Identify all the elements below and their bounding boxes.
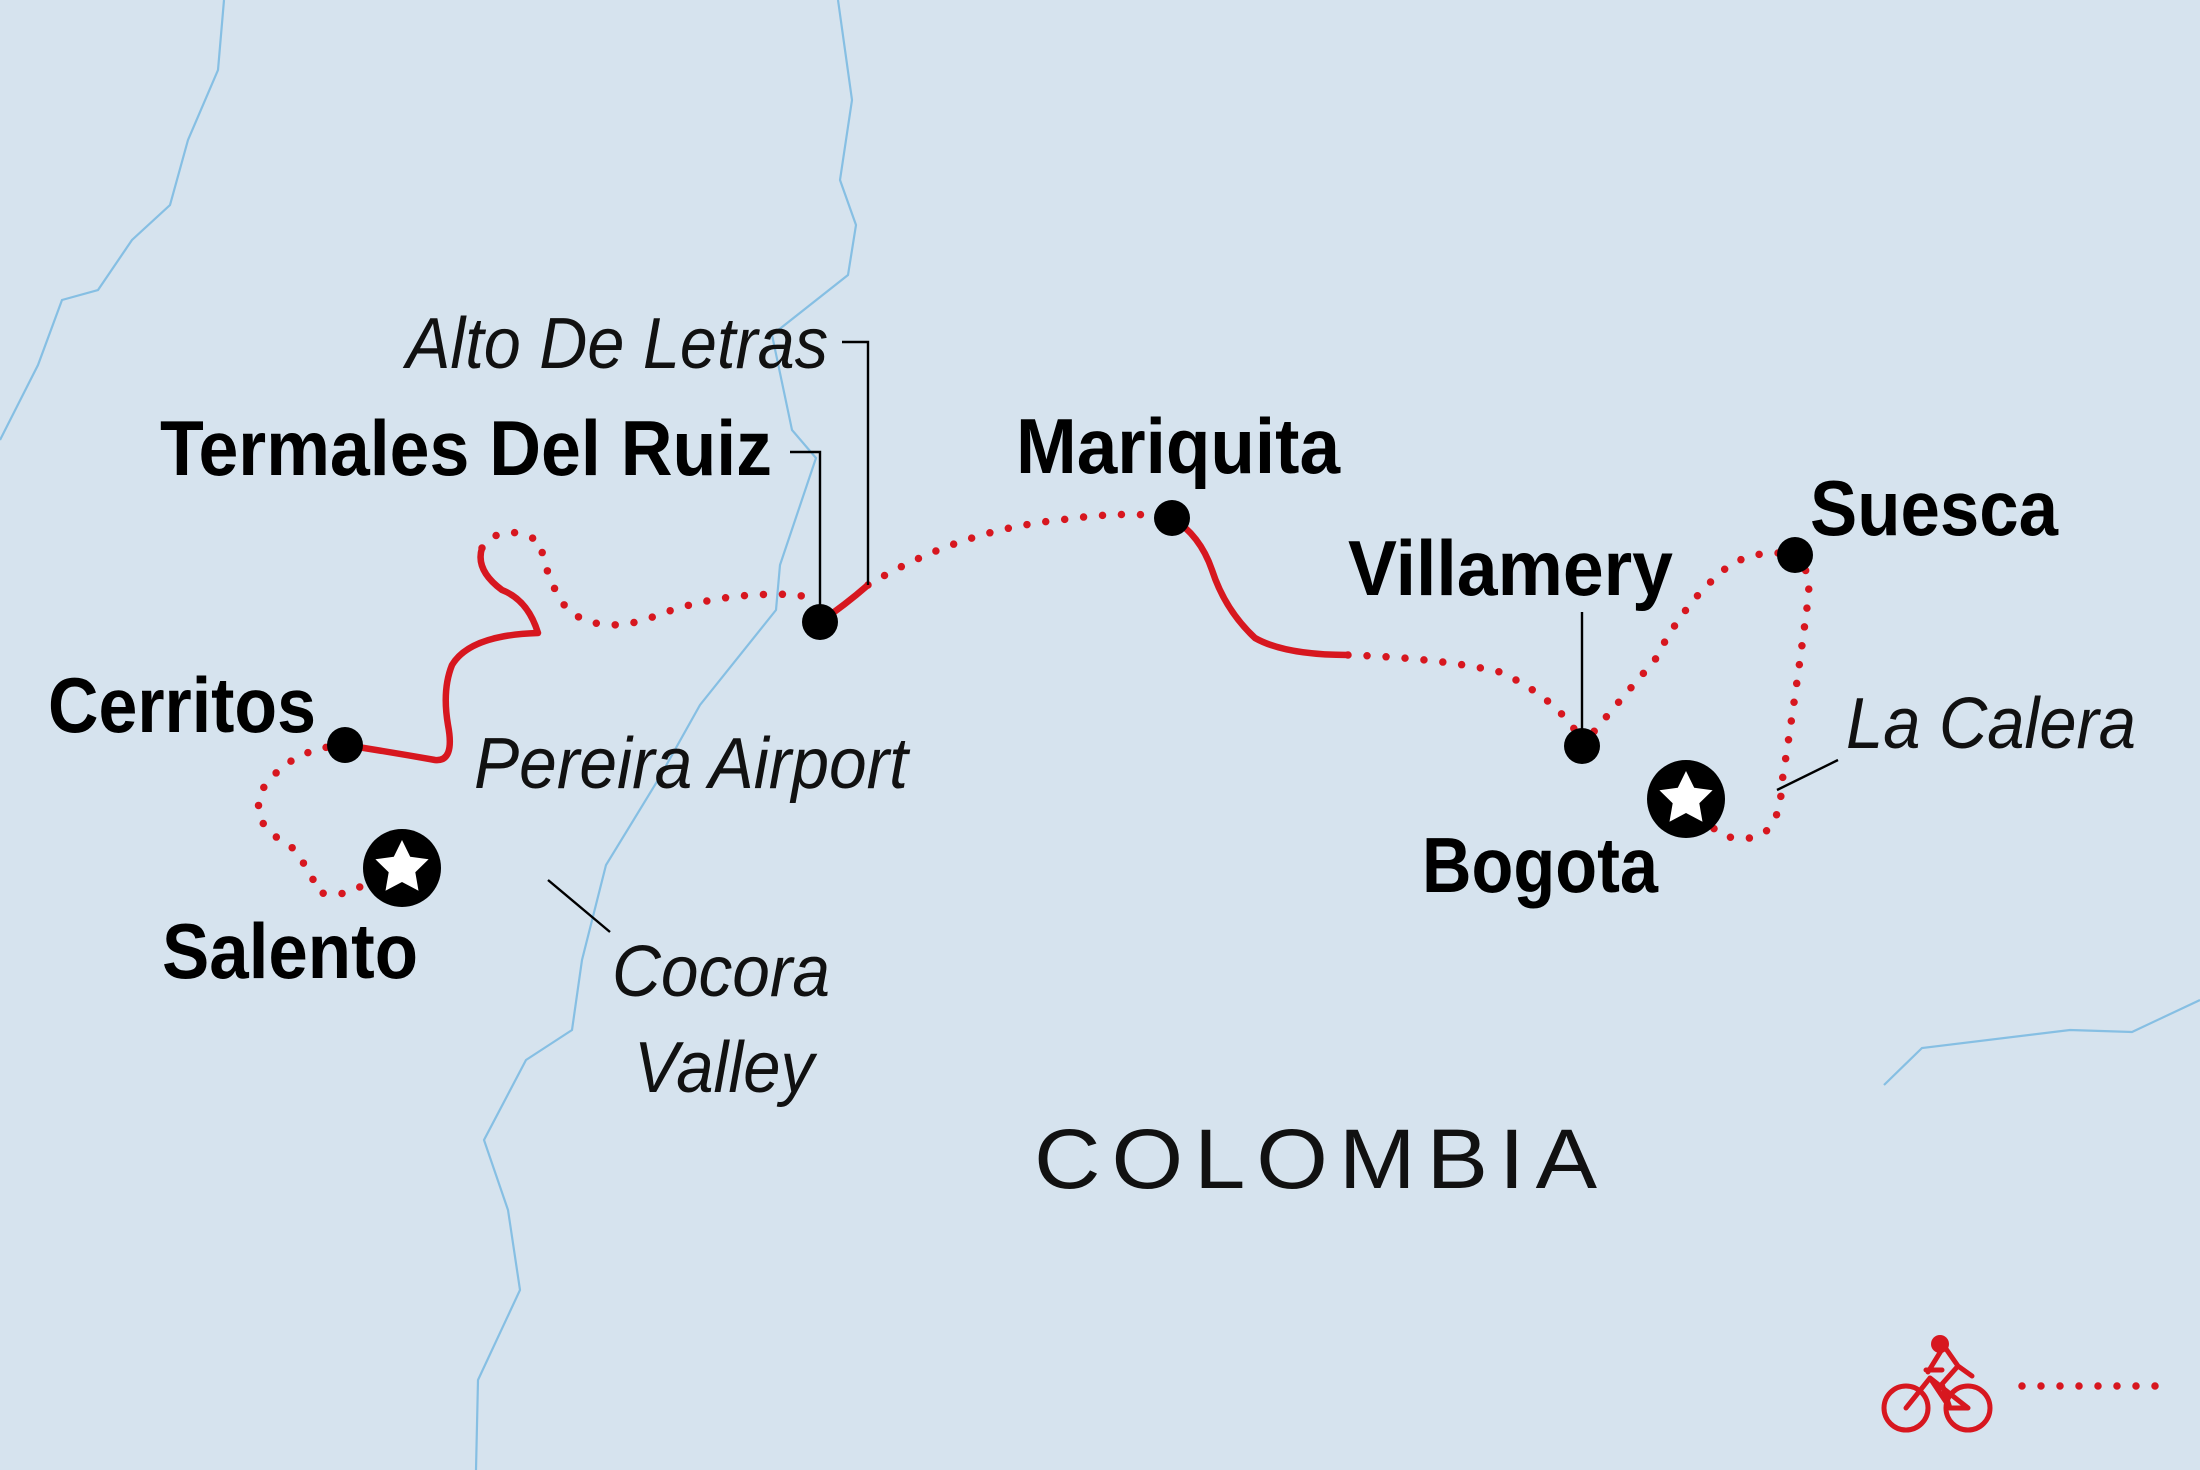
bicycle-rider-head — [1931, 1335, 1949, 1353]
city-dot-termales — [802, 604, 838, 640]
route — [254, 510, 1813, 898]
city-label-salento: Salento — [162, 907, 418, 995]
leader-lines — [547, 340, 1839, 933]
city-dot-cerritos — [327, 727, 363, 763]
place-label-cocora: Cocora — [612, 932, 830, 1012]
route-mariquita-ride — [1168, 514, 1352, 659]
city-markers — [327, 500, 1813, 764]
star-marker-bogota — [1647, 760, 1725, 838]
leader-cocora — [547, 879, 611, 933]
route-cerritos-ride — [341, 544, 542, 764]
place-label-pereira: Pereira Airport — [474, 724, 911, 804]
city-label-mariquita: Mariquita — [1016, 402, 1341, 490]
legend — [1881, 1335, 2162, 1433]
place-label-alto: Alto De Letras — [402, 304, 828, 384]
place-labels: Alto De Letras Pereira Airport Cocora Va… — [402, 304, 2136, 1108]
river-central — [474, 0, 858, 1470]
route-alto-mariquita — [864, 510, 1176, 589]
star-icon — [375, 840, 429, 891]
country-label: COLOMBIA — [1034, 1112, 1608, 1206]
city-dot-bogota — [1564, 728, 1600, 764]
city-label-termales: Termales Del Ruiz — [160, 404, 772, 492]
city-dot-mariquita — [1154, 500, 1190, 536]
star-icon — [1659, 771, 1713, 822]
bicycle-wheel-front — [1943, 1383, 1993, 1433]
route-bogota-suesca — [1578, 549, 1799, 750]
route-cerritos-salento — [254, 741, 374, 898]
leader-alto — [842, 340, 870, 585]
star-marker-salento — [363, 829, 441, 907]
leader-termales — [790, 450, 822, 622]
river-west — [0, 0, 226, 441]
bicycle-rider-body — [1925, 1343, 1975, 1411]
city-label-cerritos: Cerritos — [48, 661, 316, 749]
city-label-bogota: Bogota — [1422, 821, 1659, 909]
river-east — [1883, 999, 2200, 1086]
bicycle-icon — [1881, 1335, 1993, 1433]
city-dot-suesca — [1777, 537, 1813, 573]
route-loop-termales — [478, 528, 824, 629]
bicycle-wheel-rear — [1881, 1383, 1931, 1433]
city-label-villamery: Villamery — [1348, 524, 1673, 612]
route-suesca-calera — [1708, 551, 1813, 842]
leader-calera — [1776, 758, 1839, 792]
place-label-calera: La Calera — [1846, 684, 2136, 764]
place-label-valley: Valley — [634, 1028, 818, 1108]
city-labels: Termales Del Ruiz Mariquita Suesca Villa… — [48, 402, 2059, 995]
city-label-suesca: Suesca — [1810, 464, 2059, 552]
